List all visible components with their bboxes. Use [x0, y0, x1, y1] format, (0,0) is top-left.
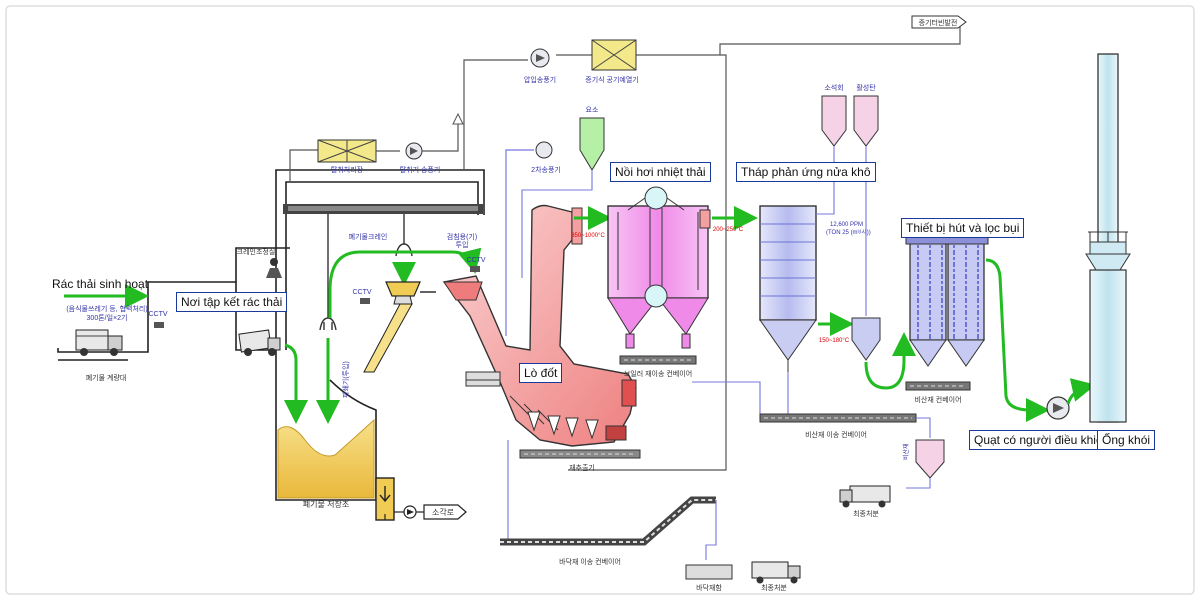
fly-ash-conveyor: 비산재 컨베이어	[905, 381, 971, 404]
svg-text:최종처분: 최종처분	[761, 583, 787, 592]
svg-text:탈취처리장: 탈취처리장	[331, 165, 364, 174]
fly-ash-silo: 비산재	[902, 439, 945, 489]
collection-point-label: Nơi tập kết rác thải	[176, 292, 288, 312]
svg-text:증기터빈발전: 증기터빈발전	[919, 18, 958, 27]
svg-text:소석회: 소석회	[824, 83, 843, 92]
carbon-silo: 활성탄	[853, 83, 879, 147]
svg-text:2차송풍기: 2차송풍기	[531, 165, 561, 174]
svg-text:850~1000°C: 850~1000°C	[571, 233, 605, 239]
svg-text:(음식물쓰레기 등, 협력처리): (음식물쓰레기 등, 협력처리)	[66, 304, 147, 313]
svg-text:증기식 공기예열기: 증기식 공기예열기	[585, 75, 638, 84]
chimney-label: Ống khói	[1097, 430, 1156, 450]
svg-text:재추출기: 재추출기	[569, 463, 595, 472]
truck-icon	[238, 329, 281, 356]
camera-icon: CCTV	[352, 289, 372, 304]
svg-text:최종처분: 최종처분	[853, 509, 879, 518]
svg-text:150~180°C: 150~180°C	[819, 338, 850, 344]
chimney-stack	[1085, 53, 1131, 423]
waste-heat-boiler	[607, 186, 711, 349]
ash-conveyor-1: 재추출기	[519, 449, 641, 472]
fly-ash-conveyor-main: 비산재 이송 컨베이어	[759, 413, 931, 439]
truck-icon: 최종처분	[839, 485, 891, 518]
pit-caption: 폐기물 저장조	[303, 499, 349, 509]
crane-grab-icon	[319, 214, 413, 331]
waste-flow-arrows	[64, 247, 482, 424]
truck-icon	[75, 329, 123, 356]
boiler-ash-conveyor: 보일러 재이송 컨베이어	[619, 355, 761, 420]
operator-icon	[266, 258, 282, 278]
svg-text:크레인조정실: 크레인조정실	[237, 247, 276, 256]
svg-text:(TON 25 (m³/시)): (TON 25 (m³/시))	[826, 229, 871, 236]
svg-text:비산재 컨베이어: 비산재 컨베이어	[914, 395, 961, 404]
svg-text:압입송풍기: 압입송풍기	[524, 75, 556, 84]
dust-filter-label: Thiết bị hút và lọc bụi	[901, 218, 1025, 238]
svg-text:바닥재 이송 컨베이어: 바닥재 이송 컨베이어	[559, 557, 621, 566]
svg-text:바닥재함: 바닥재함	[696, 583, 722, 592]
svg-text:CCTV: CCTV	[352, 289, 371, 296]
incinerator-furnace	[442, 204, 637, 447]
fan-icon: 압입송풍기	[524, 48, 556, 84]
svg-text:요소: 요소	[586, 106, 599, 114]
svg-text:12,600 PPM: 12,600 PPM	[830, 222, 863, 228]
svg-text:파쇄기(투입): 파쇄기(투입)	[341, 361, 350, 398]
fan-icon: 탈취기 송풍기	[400, 112, 464, 174]
fan-icon	[1046, 396, 1070, 420]
receiving-building	[57, 169, 485, 361]
svg-text:검침용(기): 검침용(기)	[447, 232, 477, 241]
svg-text:탈취기 송풍기: 탈취기 송풍기	[400, 165, 441, 174]
secondary-air: 2차송풍기 요소	[505, 106, 605, 336]
camera-icon: CCTV	[148, 311, 168, 328]
flue-gas-arrow-6	[1066, 378, 1096, 405]
crusher-chute	[363, 281, 436, 373]
waste-pit	[275, 350, 395, 521]
svg-text:CCTV: CCTV	[466, 257, 485, 264]
air-preheater: 증기식 공기예열기	[585, 39, 639, 84]
ash-conveyor-2: 바닥재 이송 컨베이어 바닥재함	[500, 496, 733, 592]
svg-text:활성탄: 활성탄	[856, 83, 876, 92]
reactor-label: Tháp phản ứng nửa khô	[736, 162, 876, 182]
truck-icon: 최종처분	[751, 561, 801, 592]
svg-text:비산재 이송 컨베이어: 비산재 이송 컨베이어	[805, 430, 867, 439]
cyclone-separator	[851, 317, 881, 361]
semi-dry-reactor	[759, 205, 817, 414]
crane-rail-inner	[288, 206, 478, 211]
svg-text:300톤/일×2기: 300톤/일×2기	[87, 313, 128, 322]
lime-silo: 소석회	[821, 83, 847, 147]
svg-text:투입: 투입	[456, 241, 469, 249]
boiler-label: Nồi hơi nhiệt thải	[610, 162, 711, 182]
svg-text:소각로: 소각로	[432, 507, 454, 517]
combustion-air-duct	[463, 24, 961, 471]
camera-icon: CCTV	[466, 257, 486, 272]
deodorizer-unit: 탈취처리장	[289, 139, 400, 182]
controlled-fan-label: Quạt có người điều khiển	[969, 430, 1115, 450]
bag-filter-unit	[905, 235, 989, 367]
flue-gas-arrow-5	[985, 258, 1050, 422]
svg-text:폐기물 계량대: 폐기물 계량대	[86, 373, 127, 382]
svg-text:200~250°C: 200~250°C	[713, 227, 744, 233]
flue-gas-arrow-4	[864, 332, 916, 390]
steam-outlet-tag	[911, 15, 967, 29]
household-waste-label: Rác thải sinh hoạt	[52, 277, 149, 291]
svg-text:폐기물크레인: 폐기물크레인	[349, 232, 388, 241]
svg-text:보일러 재이송 컨베이어: 보일러 재이송 컨베이어	[624, 369, 692, 378]
svg-text:비산재: 비산재	[902, 443, 910, 460]
furnace-label: Lò đốt	[519, 363, 563, 383]
svg-text:CCTV: CCTV	[148, 311, 167, 318]
pump-outlet: 소각로	[384, 504, 467, 520]
frame	[5, 5, 1195, 595]
